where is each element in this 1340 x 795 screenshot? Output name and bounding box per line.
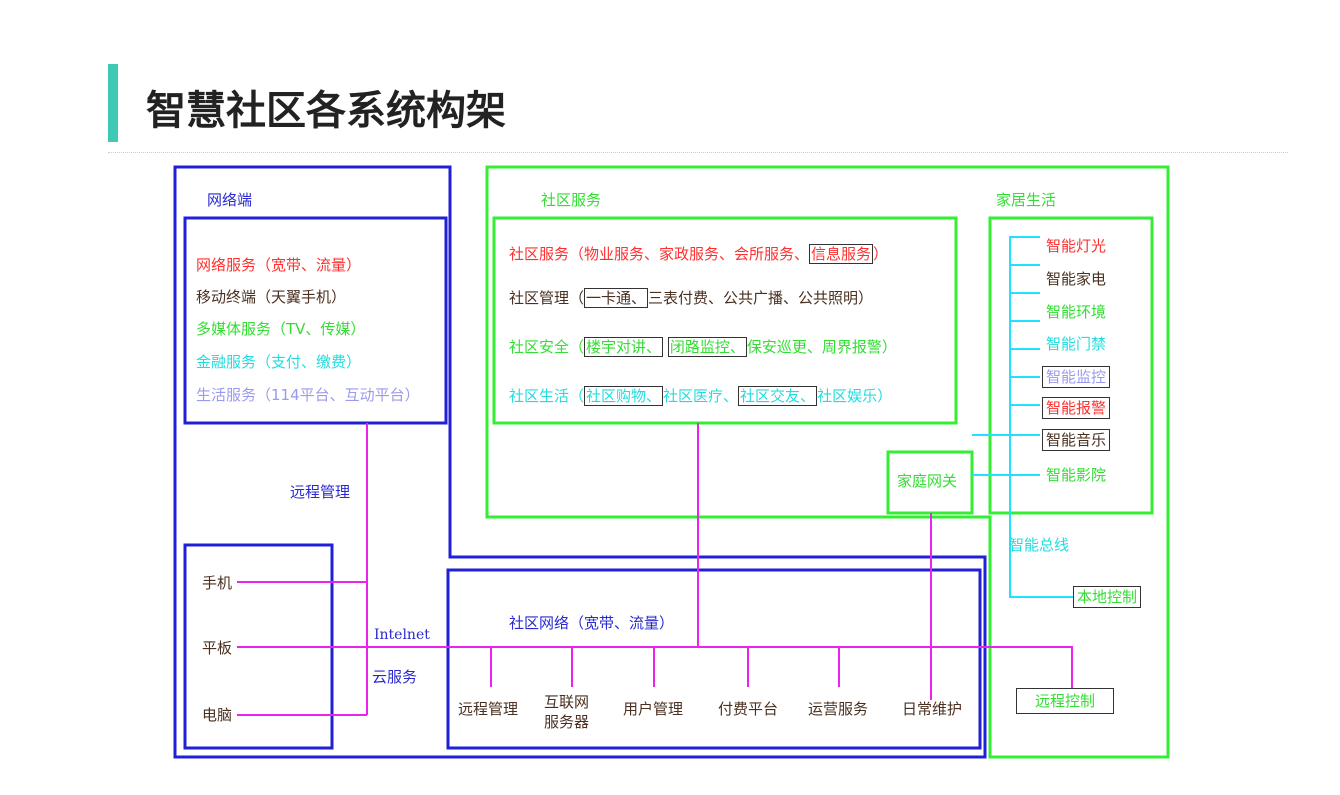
home-item-boxed: 智能音乐 <box>1042 429 1111 451</box>
network-side-label: 网络端 <box>207 191 253 209</box>
gateway-label: 家庭网关 <box>897 472 958 490</box>
divider <box>108 152 1288 153</box>
row-text: 三表付费、公共广播、公共照明） <box>648 289 874 307</box>
boxed-item: 闭路监控、 <box>667 337 747 357</box>
row-text: 社区生活（ <box>509 387 585 405</box>
home-item: 智能家电 <box>1046 270 1107 288</box>
network-services-box <box>183 216 448 425</box>
row-text: 社区娱乐） <box>817 387 893 405</box>
boxed-item: 一卡通、 <box>584 288 649 308</box>
home-item: 智能影院 <box>1046 466 1107 484</box>
network-item: 多媒体服务（TV、传媒） <box>196 320 366 338</box>
management-row: 社区管理（一卡通、三表付费、公共广播、公共照明） <box>509 288 874 308</box>
title-accent-bar <box>108 64 118 142</box>
row-text: 社区管理（ <box>509 289 585 307</box>
community-service-label: 社区服务 <box>541 191 602 209</box>
service-row: 社区服务（物业服务、家政服务、会所服务、信息服务） <box>509 244 889 264</box>
network-item: 移动终端（天翼手机） <box>196 288 347 306</box>
row-text: 社区安全（ <box>509 338 585 356</box>
network-node: 互联网 服务器 <box>544 693 590 731</box>
home-item: 智能门禁 <box>1046 335 1107 353</box>
network-node: 日常维护 <box>902 700 963 718</box>
network-node: 用户管理 <box>623 700 684 718</box>
bus-label: 智能总线 <box>1009 536 1070 554</box>
network-item: 生活服务（114平台、互动平台） <box>196 386 420 404</box>
boxed-item: 楼宇对讲、 <box>584 337 664 357</box>
row-text: 保安巡更、周界报警） <box>746 338 897 356</box>
row-text: 社区服务（物业服务、家政服务、会所服务、 <box>509 245 810 263</box>
page-title: 智慧社区各系统构架 <box>146 88 506 134</box>
row-text: 社区医疗、 <box>663 387 739 405</box>
security-row: 社区安全（楼宇对讲、 闭路监控、保安巡更、周界报警） <box>509 337 897 357</box>
remote-mgmt-label: 远程管理 <box>290 483 351 501</box>
internet-label: Intelnet <box>374 627 430 643</box>
network-item: 网络服务（宽带、流量） <box>196 256 362 274</box>
row-text: ） <box>873 245 889 263</box>
life-row: 社区生活（社区购物、社区医疗、社区交友、社区娱乐） <box>509 386 893 406</box>
home-item: 智能灯光 <box>1046 237 1107 255</box>
boxed-item: 社区购物、 <box>584 386 664 406</box>
device-phone: 手机 <box>202 574 233 592</box>
remote-control-box: 远程控制 <box>1016 688 1115 714</box>
community-service-box <box>492 216 958 425</box>
community-frame <box>485 165 1170 759</box>
boxed-item: 信息服务 <box>809 244 874 264</box>
local-control-box: 本地控制 <box>1073 586 1142 608</box>
network-side-frame <box>173 165 987 759</box>
home-item-boxed: 智能监控 <box>1042 366 1111 388</box>
home-label: 家居生活 <box>996 191 1057 209</box>
home-item: 智能环境 <box>1046 303 1107 321</box>
device-pc: 电脑 <box>202 706 233 724</box>
network-node: 运营服务 <box>808 700 869 718</box>
boxed-item: 社区交友、 <box>738 386 818 406</box>
device-tablet: 平板 <box>202 639 233 657</box>
network-node: 付费平台 <box>718 700 779 718</box>
cloud-label: 云服务 <box>372 668 418 686</box>
home-item-boxed: 智能报警 <box>1042 397 1111 419</box>
community-network-box <box>446 568 982 750</box>
home-box <box>988 216 1154 515</box>
community-network-label: 社区网络（宽带、流量） <box>509 614 675 632</box>
network-node: 远程管理 <box>458 700 519 718</box>
network-item: 金融服务（支付、缴费） <box>196 353 362 371</box>
